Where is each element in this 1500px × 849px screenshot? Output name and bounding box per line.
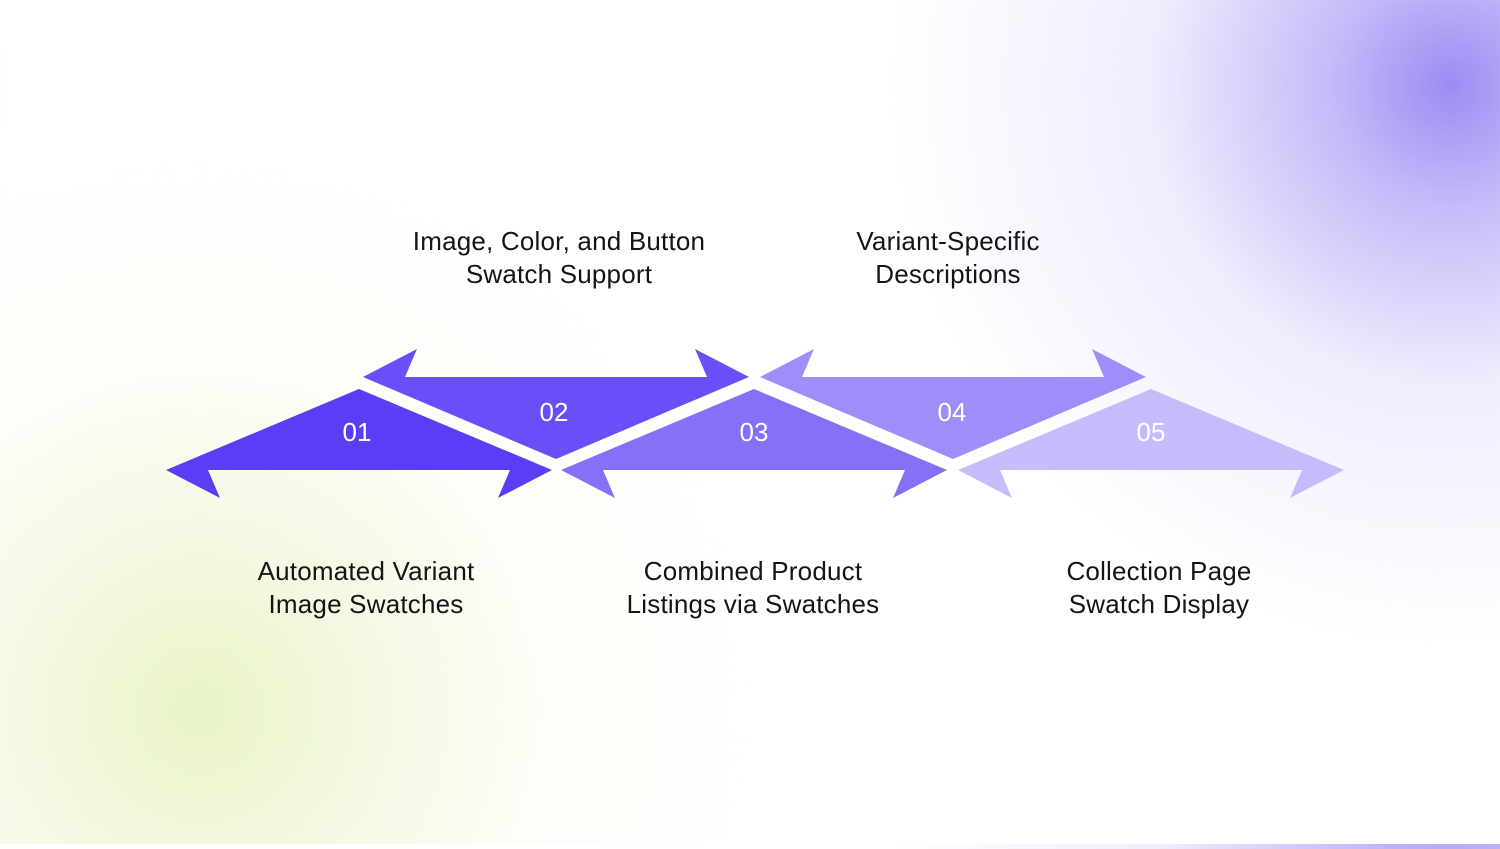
- step-02-label: Image, Color, and Button Swatch Support: [379, 225, 739, 291]
- step-02-triangle: [363, 377, 749, 459]
- step-04-label-line-1: Variant-Specific: [856, 226, 1040, 256]
- step-02-number: 02: [540, 397, 569, 427]
- step-04-left-tip: [760, 349, 814, 377]
- step-04-triangle: [760, 377, 1146, 459]
- step-03-triangle: [561, 389, 947, 470]
- step-02-shape: [363, 349, 749, 459]
- step-05-label-line-1: Collection Page: [1066, 556, 1252, 586]
- step-01-label: Automated Variant Image Swatches: [186, 555, 546, 621]
- step-02-right-tip: [695, 349, 749, 377]
- step-02-label-line-1: Image, Color, and Button: [412, 226, 706, 256]
- step-04-number: 04: [938, 397, 967, 427]
- step-03-label-line-2: Listings via Swatches: [626, 589, 880, 619]
- step-04-label-line-2: Descriptions: [875, 259, 1021, 289]
- step-03-right-tip: [893, 470, 947, 498]
- step-02-label-line-2: Swatch Support: [465, 259, 653, 289]
- step-04-right-tip: [1092, 349, 1146, 377]
- step-02-left-tip: [363, 349, 417, 377]
- step-05-right-tip: [1290, 470, 1344, 498]
- step-01-number: 01: [343, 417, 372, 447]
- step-05-number: 05: [1137, 417, 1166, 447]
- step-04-shape: [760, 349, 1146, 459]
- step-05-shape: [958, 389, 1344, 498]
- step-03-label-line-1: Combined Product: [643, 556, 863, 586]
- step-05-label-line-2: Swatch Display: [1068, 589, 1250, 619]
- step-01-label-line-2: Image Swatches: [268, 589, 464, 619]
- step-03-shape: [561, 389, 947, 498]
- step-03-left-tip: [561, 470, 615, 498]
- step-03-number: 03: [740, 417, 769, 447]
- step-03-label: Combined Product Listings via Swatches: [573, 555, 933, 621]
- step-01-label-line-1: Automated Variant: [257, 556, 475, 586]
- step-05-left-tip: [958, 470, 1012, 498]
- step-01-shape: [166, 389, 552, 498]
- step-01-right-tip: [498, 470, 552, 498]
- step-05-triangle: [958, 389, 1344, 470]
- step-01-left-tip: [166, 470, 220, 498]
- step-05-label: Collection Page Swatch Display: [979, 555, 1339, 621]
- step-04-label: Variant-Specific Descriptions: [768, 225, 1128, 291]
- step-01-triangle: [166, 389, 552, 470]
